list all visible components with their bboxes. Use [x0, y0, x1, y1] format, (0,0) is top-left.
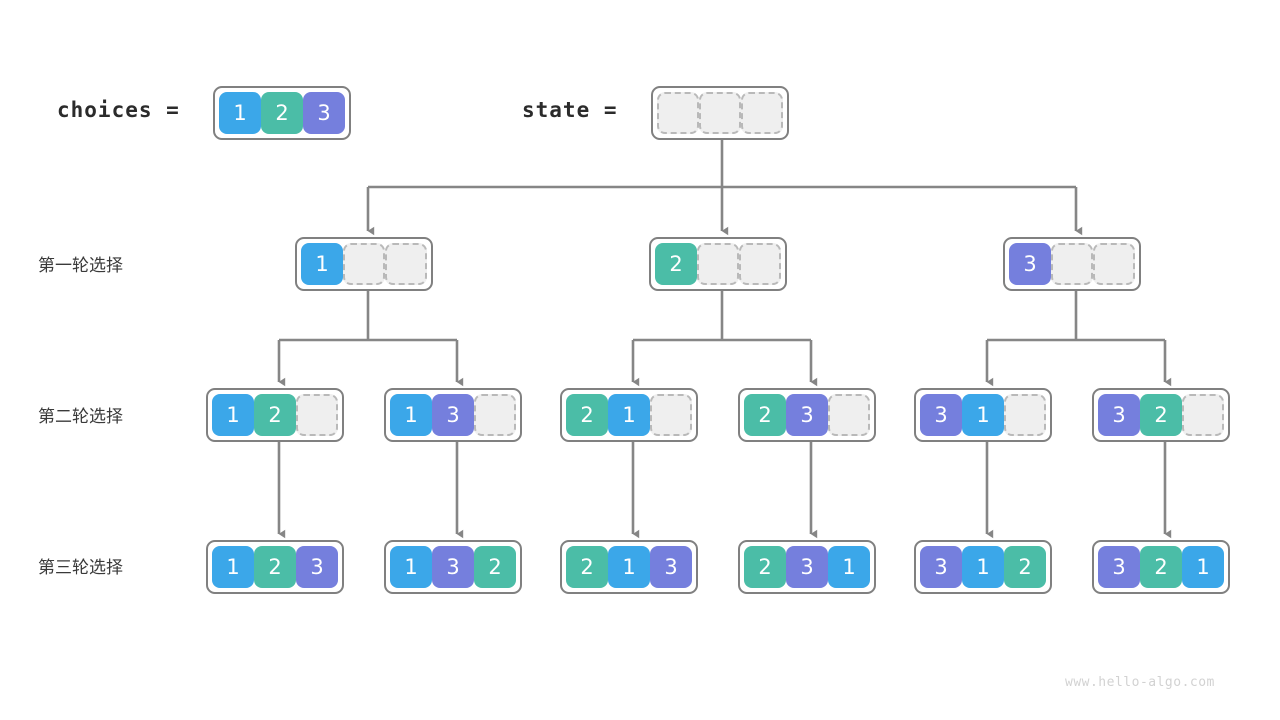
state-cell-0 — [657, 92, 699, 134]
state-cell-2 — [741, 92, 783, 134]
node-round2-21-cell-1: 1 — [608, 394, 650, 436]
node-round2-32-cell-0: 3 — [1098, 394, 1140, 436]
node-round1-1: 1 — [295, 237, 433, 291]
node-round1-3: 3 — [1003, 237, 1141, 291]
node-round2-12-cell-1: 2 — [254, 394, 296, 436]
node-round2-12-cell-2 — [296, 394, 338, 436]
node-round3-312-cell-1: 1 — [962, 546, 1004, 588]
node-round1-1-cell-1 — [343, 243, 385, 285]
choices-cell-1: 2 — [261, 92, 303, 134]
state-label: state = — [522, 98, 618, 122]
node-round2-31-cell-2 — [1004, 394, 1046, 436]
node-round3-312-cell-2: 2 — [1004, 546, 1046, 588]
node-round3-213-cell-1: 1 — [608, 546, 650, 588]
choices-cell-0: 1 — [219, 92, 261, 134]
node-round3-132-cell-0: 1 — [390, 546, 432, 588]
node-round1-2-cell-0: 2 — [655, 243, 697, 285]
state-array — [651, 86, 789, 140]
node-round1-3-cell-1 — [1051, 243, 1093, 285]
node-round1-1-cell-0: 1 — [301, 243, 343, 285]
node-round3-321-cell-1: 2 — [1140, 546, 1182, 588]
node-round2-13-cell-1: 3 — [432, 394, 474, 436]
node-round2-21-cell-2 — [650, 394, 692, 436]
node-round3-231-cell-2: 1 — [828, 546, 870, 588]
node-round2-12-cell-0: 1 — [212, 394, 254, 436]
row-label-round-2: 第二轮选择 — [38, 407, 123, 426]
node-round2-21-cell-0: 2 — [566, 394, 608, 436]
node-round3-132-cell-2: 2 — [474, 546, 516, 588]
node-round3-321-cell-2: 1 — [1182, 546, 1224, 588]
node-round2-13-cell-2 — [474, 394, 516, 436]
node-round3-231-cell-0: 2 — [744, 546, 786, 588]
node-round1-3-cell-2 — [1093, 243, 1135, 285]
node-round2-23-cell-2 — [828, 394, 870, 436]
node-round3-123-cell-1: 2 — [254, 546, 296, 588]
node-round3-213-cell-0: 2 — [566, 546, 608, 588]
node-round3-213-cell-2: 3 — [650, 546, 692, 588]
node-round3-312-cell-0: 3 — [920, 546, 962, 588]
node-round1-2-cell-2 — [739, 243, 781, 285]
node-round3-123-cell-2: 3 — [296, 546, 338, 588]
node-round1-3-cell-0: 3 — [1009, 243, 1051, 285]
node-round2-31-cell-0: 3 — [920, 394, 962, 436]
state-cell-1 — [699, 92, 741, 134]
node-round1-1-cell-2 — [385, 243, 427, 285]
node-round2-32-cell-2 — [1182, 394, 1224, 436]
choices-cell-2: 3 — [303, 92, 345, 134]
node-round2-31-cell-1: 1 — [962, 394, 1004, 436]
choices-label: choices = — [57, 98, 180, 122]
node-round3-123-cell-0: 1 — [212, 546, 254, 588]
node-round2-32-cell-1: 2 — [1140, 394, 1182, 436]
node-round3-231-cell-1: 3 — [786, 546, 828, 588]
node-round2-23-cell-1: 3 — [786, 394, 828, 436]
node-round2-23-cell-0: 2 — [744, 394, 786, 436]
watermark: www.hello-algo.com — [1065, 675, 1215, 690]
row-label-round-3: 第三轮选择 — [38, 558, 123, 577]
node-round3-321-cell-0: 3 — [1098, 546, 1140, 588]
node-round1-2: 2 — [649, 237, 787, 291]
node-round2-13-cell-0: 1 — [390, 394, 432, 436]
node-round1-2-cell-1 — [697, 243, 739, 285]
node-round3-132-cell-1: 3 — [432, 546, 474, 588]
row-label-round-1: 第一轮选择 — [38, 256, 123, 275]
